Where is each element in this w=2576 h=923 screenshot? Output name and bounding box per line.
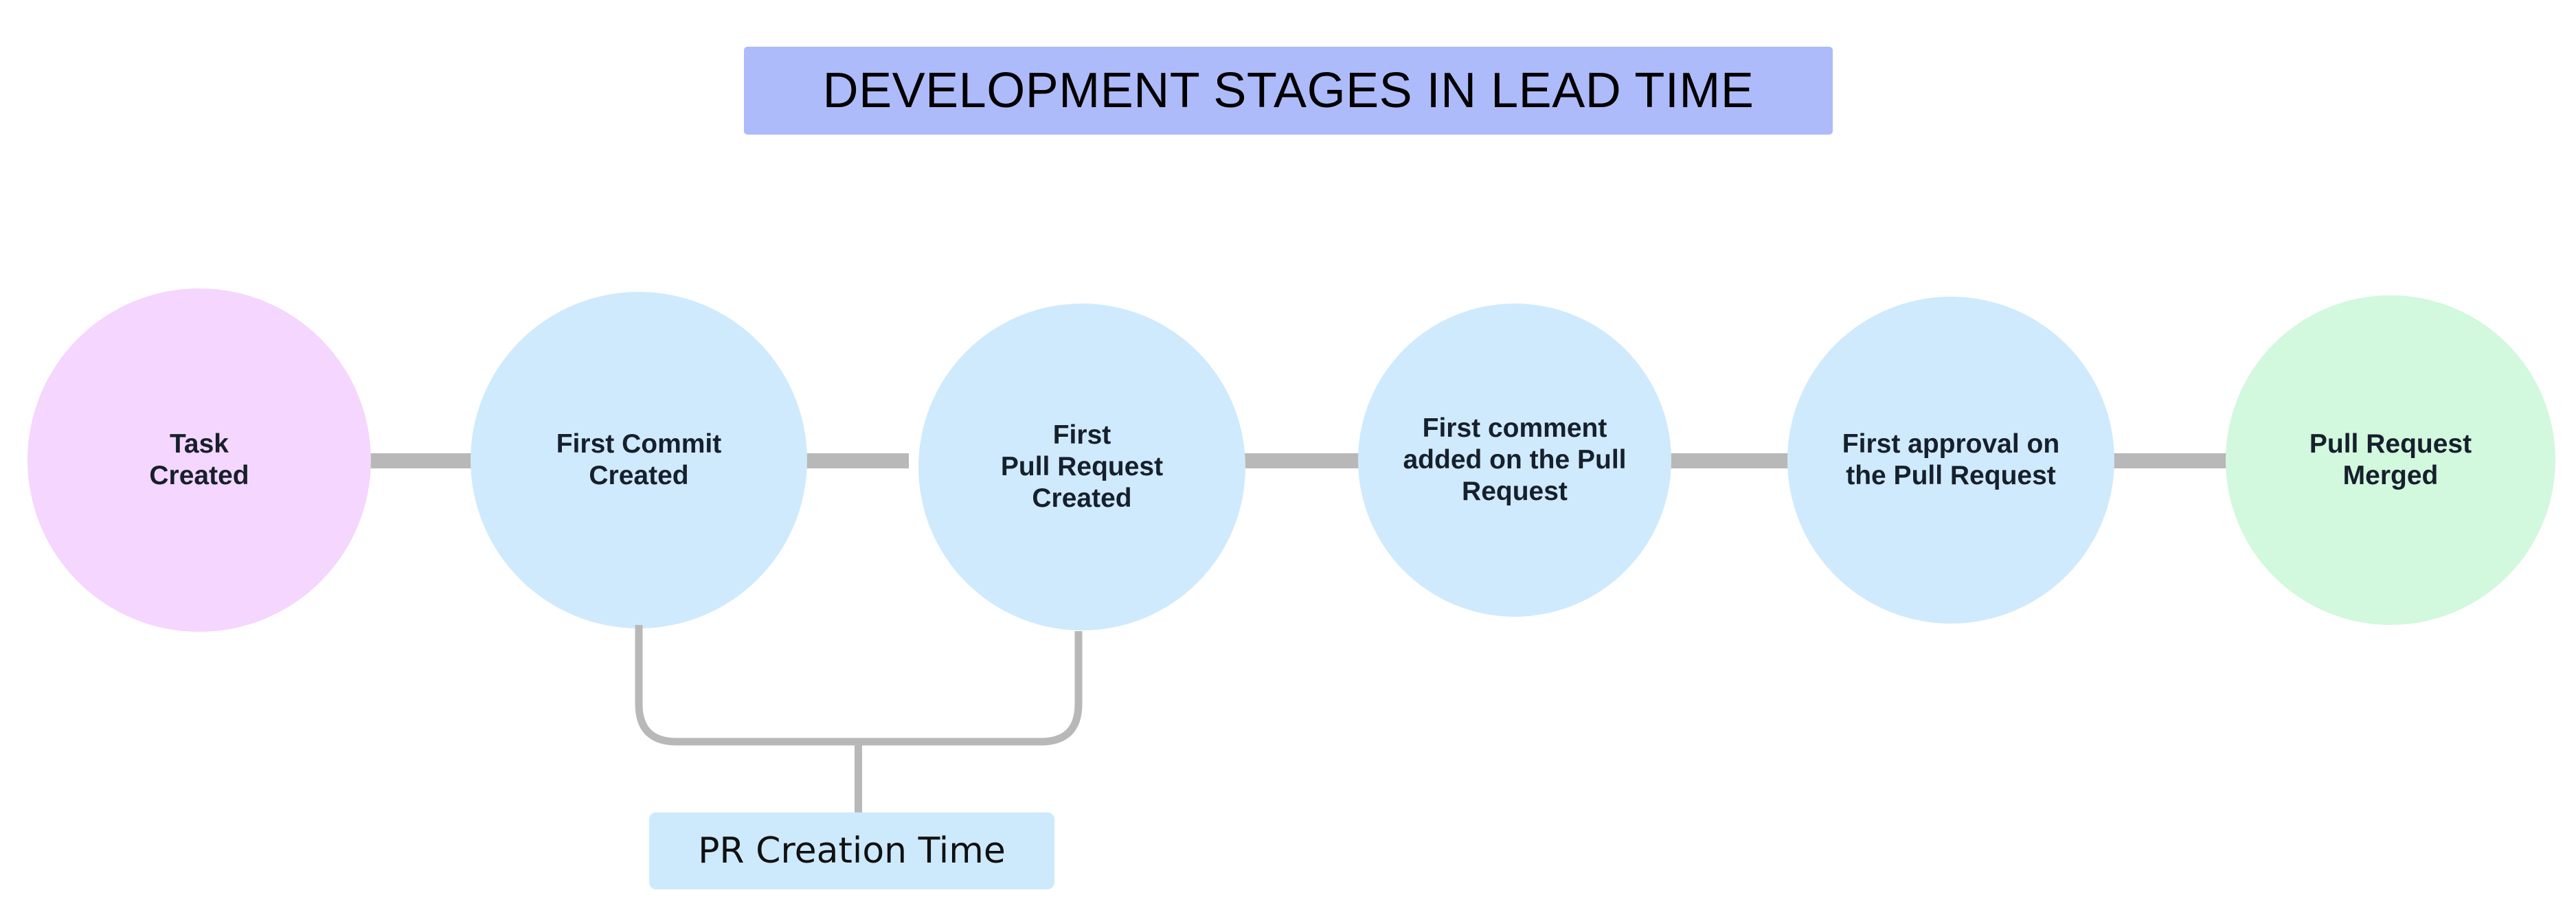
connector-task-to-commit [365, 453, 478, 468]
page-title: DEVELOPMENT STAGES IN LEAD TIME [822, 63, 1754, 118]
node-first-pull-request-created[interactable]: First Pull Request Created [918, 304, 1245, 630]
node-first-commit-created[interactable]: First Commit Created [471, 292, 807, 628]
annotation-pr-creation-time[interactable]: PR Creation Time [649, 812, 1054, 889]
node-pull-request-merged[interactable]: Pull Request Merged [2226, 295, 2555, 625]
node-label-first-commit-created: First Commit Created [556, 429, 722, 490]
connector-approval-to-merged [2108, 453, 2228, 468]
node-first-approval-on-pull-request[interactable]: First approval on the Pull Request [1787, 297, 2114, 624]
node-label-task-created: Task Created [149, 429, 249, 490]
pr-creation-time-bracket [618, 622, 1099, 759]
connector-comment-to-approval [1666, 453, 1789, 468]
connector-commit-to-pr [802, 453, 909, 468]
node-label-pull-request-merged: Pull Request Merged [2309, 429, 2472, 490]
node-label-first-comment-on-pull-request: First comment added on the Pull Request [1403, 413, 1627, 506]
node-first-comment-on-pull-request[interactable]: First comment added on the Pull Request [1358, 304, 1671, 617]
annotation-label-pr-creation-time: PR Creation Time [698, 830, 1006, 871]
pr-creation-time-stem [855, 742, 862, 816]
connector-pr-to-comment [1236, 453, 1360, 468]
node-label-first-pull-request-created: First Pull Request Created [1000, 420, 1164, 513]
diagram-title-banner: DEVELOPMENT STAGES IN LEAD TIME [744, 47, 1833, 135]
node-task-created[interactable]: Task Created [27, 288, 371, 632]
node-label-first-approval-on-pull-request: First approval on the Pull Request [1842, 429, 2060, 490]
